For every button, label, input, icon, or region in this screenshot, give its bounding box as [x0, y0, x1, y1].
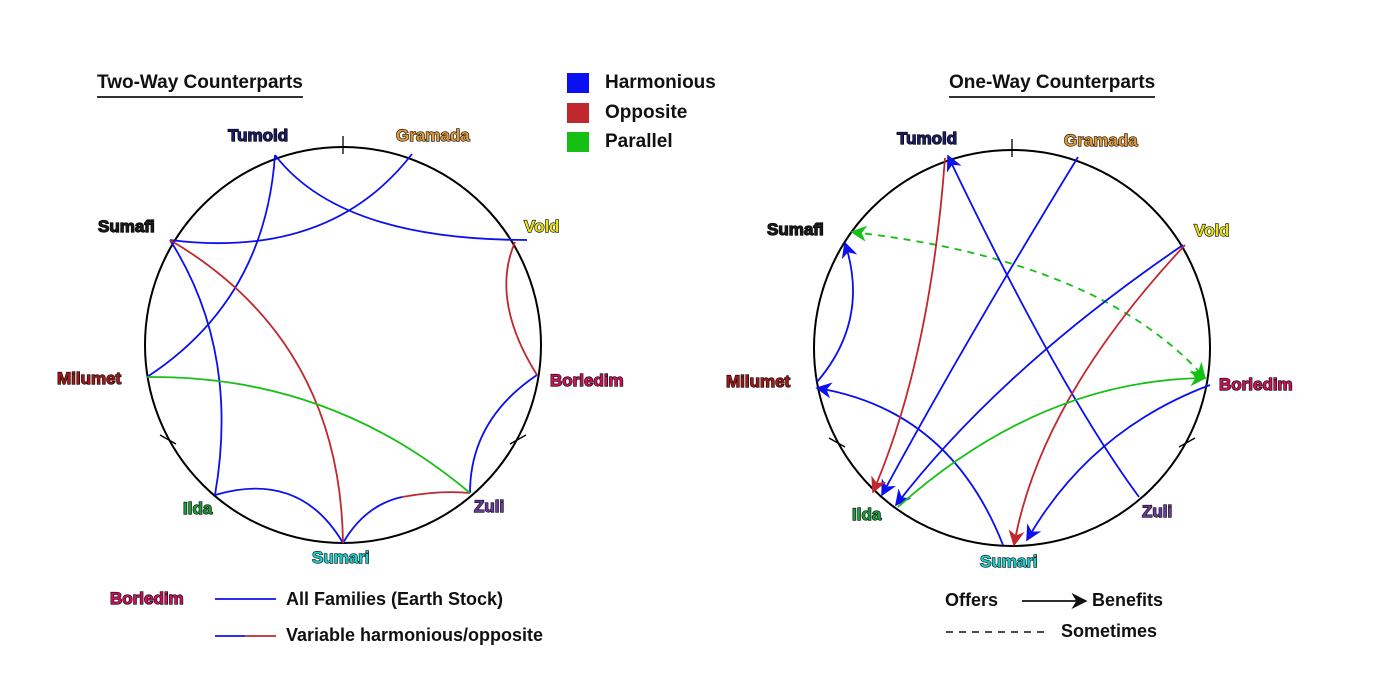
- two-way-title: Two-Way Counterparts: [97, 72, 303, 98]
- tick-mark: [1178, 437, 1196, 448]
- arrow-sumari-milumet: [815, 382, 1004, 546]
- family-label-tumold: Tumold: [228, 126, 288, 145]
- benefits-label: Benefits: [1092, 590, 1164, 610]
- arrow-ilda-borledim: [897, 370, 1207, 508]
- family-label-gramada: Gramada: [1064, 131, 1138, 150]
- parallel-label: Parallel: [605, 131, 673, 152]
- one-way-circle: [813, 149, 1211, 547]
- offers-label: Offers: [945, 590, 999, 610]
- connection-sumafi-ilda: [169, 239, 223, 496]
- connection-gramada-sumafi: [169, 153, 413, 245]
- opposite-swatch: [567, 103, 589, 123]
- arrow-borledim-sumafi-sometimes: [850, 225, 1207, 380]
- tick-mark: [159, 434, 177, 445]
- connection-borledim-zuli: [469, 374, 538, 494]
- family-label-sumari: Sumari: [980, 552, 1038, 571]
- two-way-circle: [144, 146, 542, 544]
- one-way-title: One-Way Counterparts: [949, 72, 1156, 98]
- family-label-milumet: Milumet: [57, 369, 122, 388]
- arrow-zuli-tumold: [946, 154, 1140, 498]
- family-label-borledim: Borledim: [1219, 375, 1293, 394]
- legend-opposite: Opposite: [567, 102, 687, 124]
- connection-milumet-zuli: [146, 376, 471, 494]
- connection-tumold-vold: [274, 154, 528, 241]
- arrow-gramada-ilda: [881, 156, 1079, 497]
- arrow-tumold-ilda: [871, 157, 946, 494]
- tick-mark: [828, 437, 846, 448]
- family-label-ilda: Ilda: [852, 505, 882, 524]
- family-label-borledim: Borledim: [550, 371, 624, 390]
- family-label-vold: Vold: [524, 217, 560, 236]
- connection-ilda-sumari: [214, 487, 344, 544]
- family-label-zuli: Zuli: [1142, 502, 1172, 521]
- family-label-vold: Vold: [1194, 221, 1230, 240]
- parallel-swatch: [567, 132, 589, 152]
- family-label-ilda: Ilda: [183, 499, 213, 518]
- arrow-vold-sumari: [1008, 244, 1186, 547]
- variable-text: Variable harmonious/opposite: [286, 625, 544, 645]
- one-way-diagram: Tumold Gramada Vold Borledim Zuli Sumari…: [725, 128, 1293, 571]
- connection-sumari-zuli-variable-red: [401, 491, 471, 498]
- family-label-milumet: Milumet: [726, 372, 791, 391]
- legend-harmonious: Harmonious: [567, 72, 716, 94]
- harmonious-label: Harmonious: [605, 72, 716, 93]
- opposite-label: Opposite: [605, 102, 688, 123]
- tick-mark: [509, 434, 527, 445]
- arrow-borledim-sumari: [1026, 384, 1211, 542]
- connection-sumari-zuli-variable-blue: [342, 496, 403, 544]
- family-label-sumafi: Sumafi: [98, 217, 155, 236]
- connection-vold-borledim: [505, 241, 538, 376]
- family-label-gramada: Gramada: [396, 126, 470, 145]
- family-label-zuli: Zuli: [474, 497, 504, 516]
- all-families-text: All Families (Earth Stock): [286, 589, 504, 609]
- two-way-diagram: Tumold Gramada Vold Borledim Zuli Sumari…: [56, 125, 624, 567]
- family-label-sumafi: Sumafi: [767, 220, 824, 239]
- arrow-milumet-sumafi: [816, 241, 858, 383]
- arrow-vold-ilda: [895, 244, 1184, 507]
- family-label-sumari: Sumari: [312, 548, 370, 567]
- connection-sumafi-sumari: [169, 239, 344, 544]
- sometimes-label: Sometimes: [1061, 621, 1158, 641]
- connection-tumold-milumet: [146, 154, 276, 378]
- family-label-tumold: Tumold: [897, 129, 957, 148]
- harmonious-swatch: [567, 73, 589, 93]
- legend-parallel: Parallel: [567, 131, 673, 153]
- bottom-left-family-label: Borledim: [110, 589, 184, 608]
